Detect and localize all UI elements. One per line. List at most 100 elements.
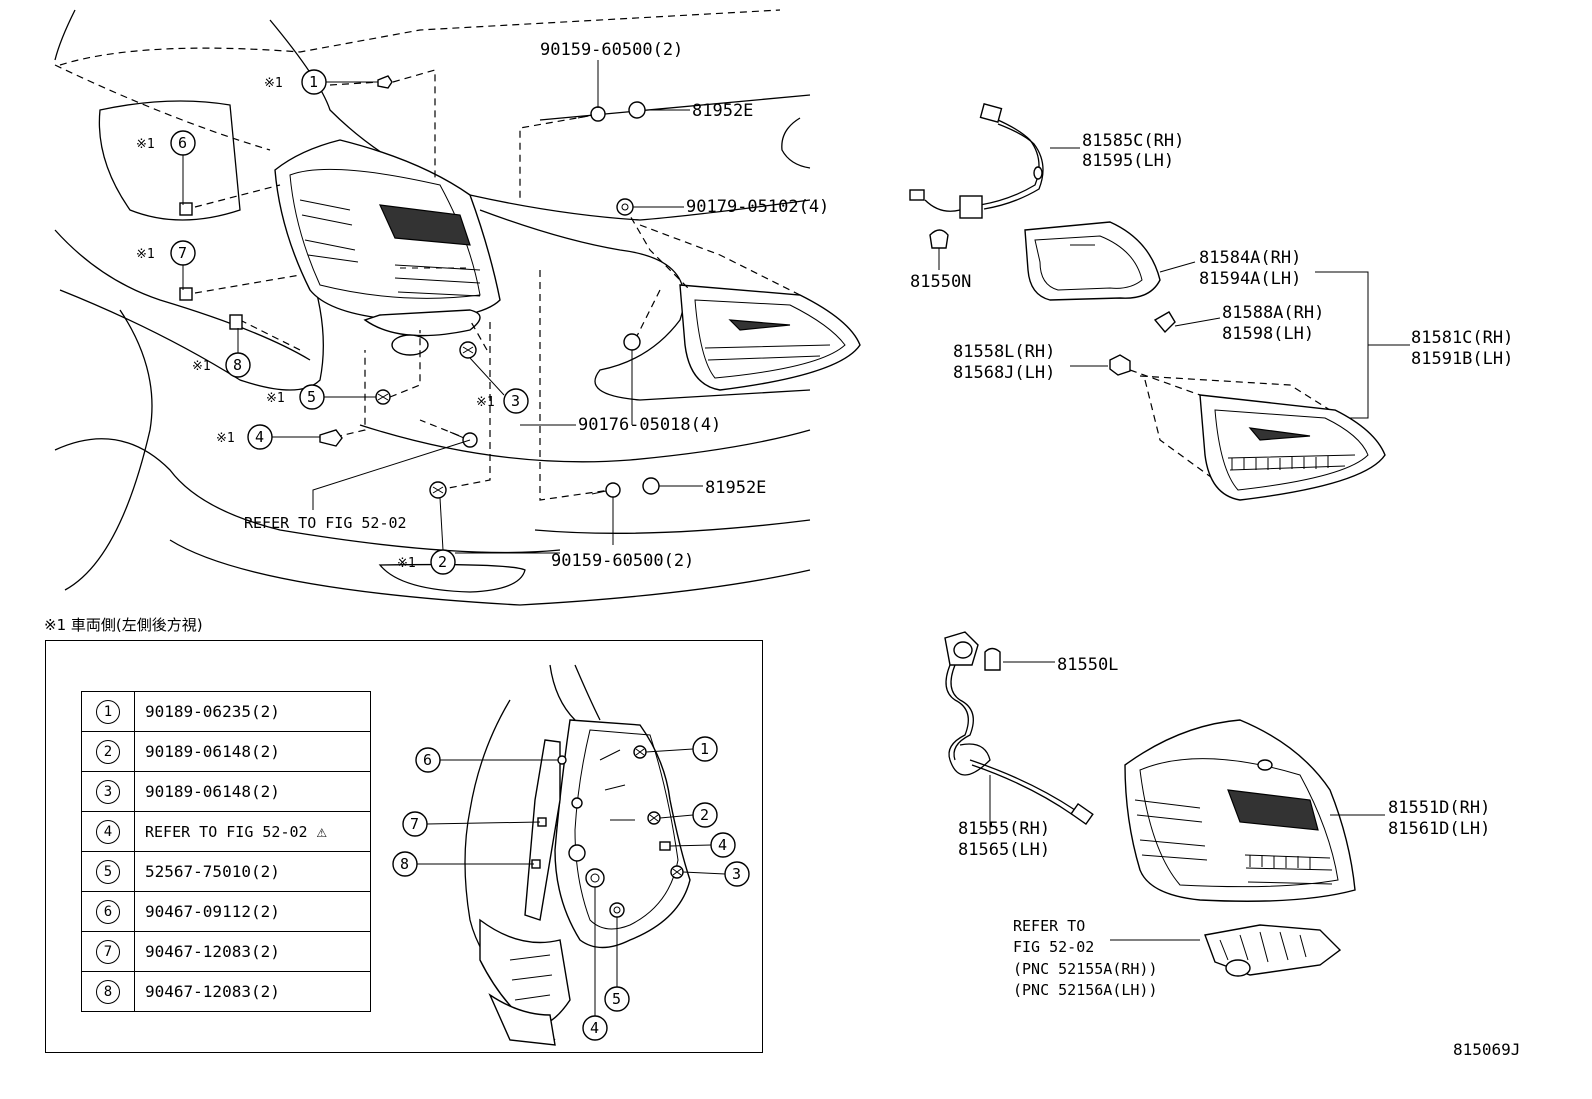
- svg-text:1: 1: [700, 740, 709, 758]
- row-part: REFER TO FIG 52-02 ⚠: [134, 811, 371, 852]
- label-refer-to: REFER TO: [1013, 917, 1085, 935]
- warning-icon: ⚠: [316, 821, 327, 842]
- row-index: 2: [96, 739, 120, 764]
- svg-text:※1: ※1: [216, 431, 235, 446]
- label-81591b: 81591B(LH): [1411, 349, 1513, 369]
- svg-text:4: 4: [590, 1019, 599, 1037]
- label-81588a: 81588A(RH): [1222, 303, 1324, 323]
- table-row: 5 52567-75010(2): [81, 851, 371, 892]
- label-81558l: 81558L(RH): [953, 342, 1055, 362]
- label-81561d: 81561D(LH): [1388, 819, 1490, 839]
- row-index: 3: [96, 779, 120, 804]
- svg-text:※1: ※1: [264, 76, 283, 91]
- row-part-text: REFER TO FIG 52-02: [145, 822, 308, 841]
- svg-text:※1: ※1: [136, 137, 155, 152]
- row-part: 90467-12083(2): [134, 971, 371, 1012]
- figure-id: 815069J: [1453, 1040, 1521, 1059]
- clip-81588a-icon: [1153, 311, 1221, 334]
- callout-8: 8: [233, 356, 242, 374]
- label-fig-52-02: FIG 52-02: [1013, 938, 1094, 956]
- clip-8-icon: [229, 314, 243, 330]
- screw-5-icon: [375, 389, 391, 405]
- label-pnc-lh: (PNC 52156A(LH)): [1013, 981, 1158, 999]
- table-row: 1 90189-06235(2): [81, 691, 371, 732]
- wiring-81585c: [909, 103, 1080, 219]
- row-part: 90189-06148(2): [134, 771, 371, 812]
- clip-4-icon: [319, 429, 343, 447]
- row-index: 7: [96, 939, 120, 964]
- socket-81558l-icon: [1070, 354, 1131, 376]
- svg-text:3: 3: [732, 865, 741, 883]
- svg-text:7: 7: [410, 815, 419, 833]
- svg-text:4: 4: [718, 836, 727, 854]
- label-refer-fig-52-02: REFER TO FIG 52-02: [244, 514, 407, 532]
- callout-7: 7: [178, 244, 187, 262]
- row-index: 8: [96, 979, 120, 1004]
- table-row: 2 90189-06148(2): [81, 731, 371, 772]
- label-81595: 81595(LH): [1082, 151, 1174, 171]
- callout-5: 5: [307, 388, 316, 406]
- callout-1: 1: [309, 73, 318, 91]
- label-81555: 81555(RH): [958, 819, 1050, 839]
- label-pnc-rh: (PNC 52155A(RH)): [1013, 960, 1158, 978]
- fastener-table: 1 90189-06235(2) 2 90189-06148(2) 3 9018…: [81, 691, 371, 1012]
- label-90179: 90179-05102(4): [686, 197, 829, 217]
- svg-text:6: 6: [423, 751, 432, 769]
- svg-text:※1: ※1: [476, 395, 495, 410]
- label-81952e-bot: 81952E: [705, 478, 766, 498]
- label-90159-top: 90159-60500(2): [540, 40, 683, 60]
- nut-3-icon: [459, 341, 477, 359]
- label-90176: 90176-05018(4): [578, 415, 721, 435]
- row-part: 52567-75010(2): [134, 851, 371, 892]
- screw-1-icon: [372, 75, 393, 89]
- label-81550l: 81550L: [1057, 655, 1118, 675]
- label-81551d: 81551D(RH): [1388, 798, 1490, 818]
- table-row: 3 90189-06148(2): [81, 771, 371, 812]
- label-81584a: 81584A(RH): [1199, 248, 1301, 268]
- cap-81952e-bot-icon: [642, 477, 660, 495]
- screw-90159-top-icon: [577, 106, 606, 122]
- svg-text:5: 5: [612, 990, 621, 1008]
- inset-drawing: [464, 664, 691, 1046]
- label-81568j: 81568J(LH): [953, 363, 1055, 383]
- svg-text:8: 8: [400, 855, 409, 873]
- table-row: 7 90467-12083(2): [81, 931, 371, 972]
- label-90159-bot: 90159-60500(2): [551, 551, 694, 571]
- callouts-main: 1 6 7 8 5 3 4 2: [170, 69, 529, 575]
- inner-lamp-81581c: [1129, 369, 1386, 501]
- fasteners-main: [179, 75, 660, 499]
- tail-lamp-outer-on-car: [274, 139, 501, 356]
- row-index: 6: [96, 899, 120, 924]
- table-row: 6 90467-09112(2): [81, 891, 371, 932]
- clip-6-icon: [179, 202, 193, 216]
- labels-main: 90159-60500(2) 81952E 90179-05102(4) 901…: [244, 40, 829, 571]
- inner-lamp-on-car: [679, 284, 861, 391]
- svg-text:※1: ※1: [192, 359, 211, 374]
- reflector-fig52-02: [1110, 924, 1342, 977]
- row-index: 4: [96, 819, 120, 844]
- row-part: 90189-06148(2): [134, 731, 371, 772]
- row-index: 1: [96, 699, 120, 724]
- row-index: 5: [96, 859, 120, 884]
- gasket-81584a: [1024, 221, 1196, 301]
- svg-text:2: 2: [700, 806, 709, 824]
- label-81550n: 81550N: [910, 272, 971, 292]
- star-marks-main: ※1 ※1 ※1 ※1 ※1 ※1 ※1 ※1: [136, 76, 495, 571]
- leader-lines-main: [194, 69, 801, 501]
- nut-2-icon: [429, 481, 447, 499]
- label-81952e-top: 81952E: [692, 101, 753, 121]
- cap-81952e-top-icon: [628, 101, 646, 119]
- table-row: 4 REFER TO FIG 52-02 ⚠: [81, 811, 371, 852]
- row-part: 90467-09112(2): [134, 891, 371, 932]
- callouts-inset: 6 7 8 1 2 4 3 5 4: [392, 736, 750, 1041]
- bulb-81550n-icon: [929, 229, 949, 270]
- label-81598: 81598(LH): [1222, 324, 1314, 344]
- grommet-90179-icon: [616, 198, 634, 216]
- label-81585c: 81585C(RH): [1082, 131, 1184, 151]
- callout-4: 4: [255, 428, 264, 446]
- inset-caption: ※1 車両側(左側後方視): [44, 616, 203, 634]
- rear-lamp-81551d: [1124, 719, 1385, 902]
- wiring-81555: [944, 631, 1094, 835]
- row-part: 90467-12083(2): [134, 931, 371, 972]
